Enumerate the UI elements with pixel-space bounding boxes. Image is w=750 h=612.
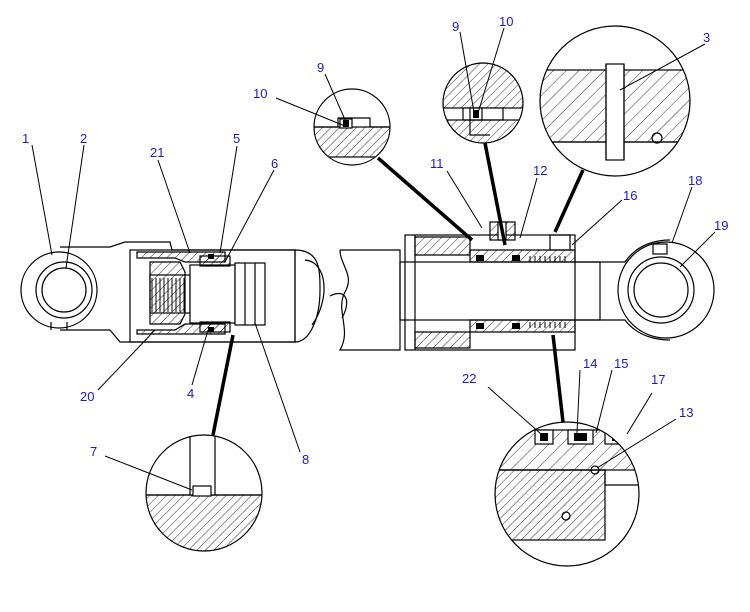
- callout-9b: 9: [452, 19, 459, 34]
- threaded-nut: [151, 278, 185, 312]
- callout-4: 4: [187, 386, 194, 401]
- callout-17: 17: [651, 372, 665, 387]
- callout-2: 2: [80, 131, 87, 146]
- cylinder-tube-left: [129, 249, 325, 343]
- gland-seals: [476, 255, 566, 329]
- callout-1: 1: [22, 131, 29, 146]
- callout-19: 19: [714, 218, 728, 233]
- callout-6: 6: [271, 156, 278, 171]
- callout-5: 5: [233, 131, 240, 146]
- callout-12: 12: [533, 163, 547, 178]
- callout-labels: 1 2 3 4 5 6 7 8 9 9 10 10 11 12 13 14 15…: [22, 14, 728, 467]
- callout-10b: 10: [499, 14, 513, 29]
- callout-21: 21: [150, 145, 164, 160]
- callout-9a: 9: [317, 60, 324, 75]
- callout-22: 22: [462, 371, 476, 386]
- rod-center-section: [329, 249, 401, 351]
- callout-11: 11: [430, 156, 444, 171]
- detail-zoom-4: [145, 334, 263, 552]
- callout-18: 18: [688, 173, 702, 188]
- leader-lines: [31, 27, 716, 491]
- callout-15: 15: [614, 356, 628, 371]
- detail-zoom-1: [313, 88, 474, 242]
- callout-8: 8: [302, 452, 309, 467]
- cylinder-tube-right: [399, 221, 601, 351]
- right-rod-eye: [600, 239, 715, 341]
- callout-10a: 10: [253, 86, 267, 101]
- callout-16: 16: [623, 188, 637, 203]
- callout-13: 13: [679, 405, 693, 420]
- detail-zoom-3: [539, 25, 691, 233]
- detail-zoom-2: [442, 62, 524, 246]
- callout-3: 3: [703, 30, 710, 45]
- callout-7: 7: [90, 444, 97, 459]
- callout-20: 20: [80, 389, 94, 404]
- callout-14: 14: [583, 356, 597, 371]
